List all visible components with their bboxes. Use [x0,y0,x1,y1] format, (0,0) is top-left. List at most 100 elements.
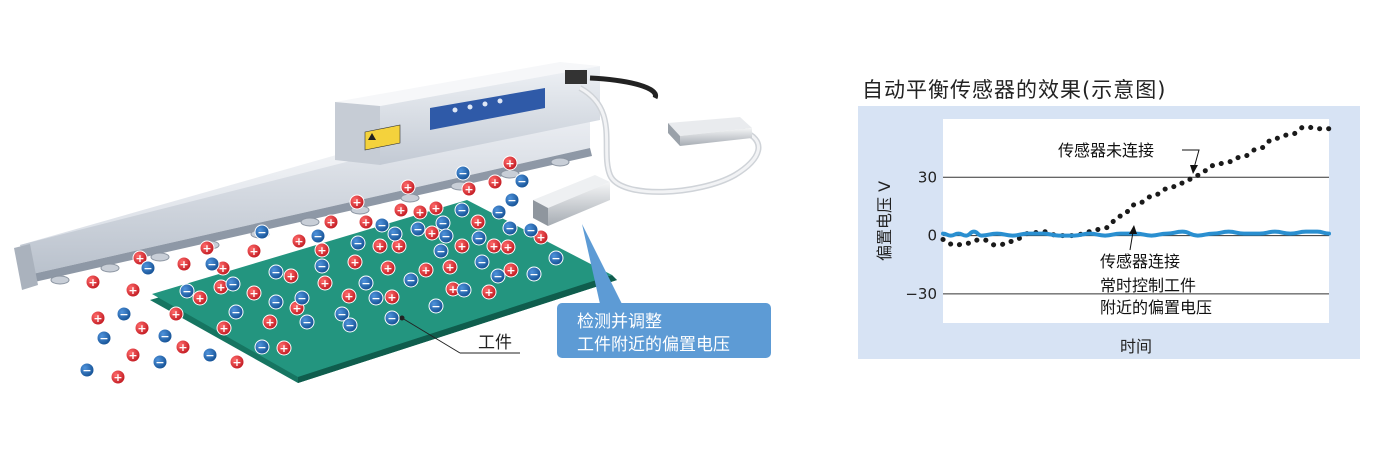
svg-text:+: + [320,277,329,290]
sensor-cable [578,75,762,195]
svg-text:−: − [387,312,396,325]
negative-ion-icon: − [294,290,310,306]
positive-ion-icon: + [428,200,444,216]
y-tick-labels: 300−30 [905,168,937,303]
positive-ion-icon: + [380,260,396,276]
y-tick-label: −30 [905,285,937,303]
svg-text:−: − [438,217,447,230]
negative-ion-icon: − [456,282,472,298]
svg-text:−: − [406,274,415,287]
positive-ion-icon: + [412,204,428,220]
positive-ion-icon: + [192,290,208,306]
positive-ion-icon: + [125,347,141,363]
svg-text:−: − [413,223,422,236]
svg-text:+: + [344,290,353,303]
positive-ion-icon: + [246,243,262,259]
positive-ion-icon: + [454,238,470,254]
positive-ion-icon: + [445,281,461,297]
svg-text:+: + [326,216,335,229]
svg-text:+: + [219,322,228,335]
svg-text:+: + [249,245,258,258]
annotation-control-line-1: 常时控制工件 [1100,276,1196,295]
negative-ion-icon: − [314,258,330,274]
negative-ion-icon: − [387,226,403,242]
positive-ion-icon: + [341,288,357,304]
negative-ion-icon: − [96,330,112,346]
positive-ion-icon: + [502,155,518,171]
svg-text:−: − [371,292,380,305]
svg-text:−: − [353,237,362,250]
svg-text:+: + [375,240,384,253]
negative-ion-icon: − [358,275,374,291]
svg-text:−: − [182,285,191,298]
annotation-without-sensor-text: 传感器未连接 [1058,141,1154,160]
svg-text:−: − [441,230,450,243]
svg-text:+: + [427,227,436,240]
svg-text:−: − [257,226,266,239]
series-line-without-sensor [940,124,1332,248]
svg-text:+: + [88,276,97,289]
positive-ion-icon: + [323,214,339,230]
svg-text:+: + [503,241,512,254]
negative-ion-icon: − [268,294,284,310]
svg-text:+: + [292,302,301,315]
positive-ion-icon: + [262,314,278,330]
negative-ion-icon: − [254,339,270,355]
annotation-with-sensor-text: 传感器连接 [1100,252,1180,271]
positive-ion-icon: + [276,340,292,356]
negative-ion-icon: − [454,202,470,218]
series-line-with-sensor [941,229,1331,238]
positive-ion-icon: + [418,262,434,278]
svg-text:−: − [517,175,526,188]
svg-text:−: − [507,194,516,207]
negative-ion-icon: − [504,192,520,208]
negative-ion-icon: − [428,298,444,314]
svg-text:−: − [297,292,306,305]
negative-ion-icon: − [310,228,326,244]
callout-box [557,303,771,358]
svg-text:+: + [352,196,361,209]
positive-ion-icon: + [486,238,502,254]
negative-ion-icon: − [433,243,449,259]
callout-line-1: 检测并调整 [577,312,662,332]
svg-text:+: + [178,341,187,354]
svg-text:+: + [403,181,412,194]
svg-text:−: − [529,268,538,281]
svg-text:+: + [387,291,396,304]
svg-text:+: + [484,286,493,299]
negative-ion-icon: − [491,204,507,220]
positive-ion-icon: + [110,369,126,385]
control-panel [430,88,545,130]
svg-text:+: + [361,216,370,229]
svg-text:+: + [202,242,211,255]
negative-ion-icon: − [179,283,195,299]
svg-text:+: + [128,349,137,362]
svg-text:+: + [464,183,473,196]
positive-ion-icon: + [481,284,497,300]
connected-sensor [668,117,752,146]
svg-text:+: + [317,244,326,257]
negative-ion-icon: − [79,362,95,378]
svg-text:+: + [135,252,144,265]
ionizer-control-box [335,62,600,165]
svg-text:−: − [119,308,128,321]
y-tick-label: 30 [918,168,937,186]
positive-ion-icon: + [134,320,150,336]
svg-text:−: − [361,277,370,290]
svg-text:−: − [160,330,169,343]
positive-ion-icon: + [199,240,215,256]
plot-area [943,119,1329,323]
negative-ion-icon: − [438,228,454,244]
positive-ion-icon: + [424,225,440,241]
svg-text:−: − [302,316,311,329]
positive-ion-icon: + [372,238,388,254]
negative-ion-icon: − [384,310,400,326]
positive-ion-icon: + [229,354,245,370]
svg-text:+: + [216,281,225,294]
negative-ion-icon: − [523,222,539,238]
callout: 检测并调整 工件附近的偏置电压 [557,224,771,358]
negative-ion-icon: − [140,260,156,276]
svg-text:+: + [536,231,545,244]
negative-ion-icon: − [204,256,220,272]
